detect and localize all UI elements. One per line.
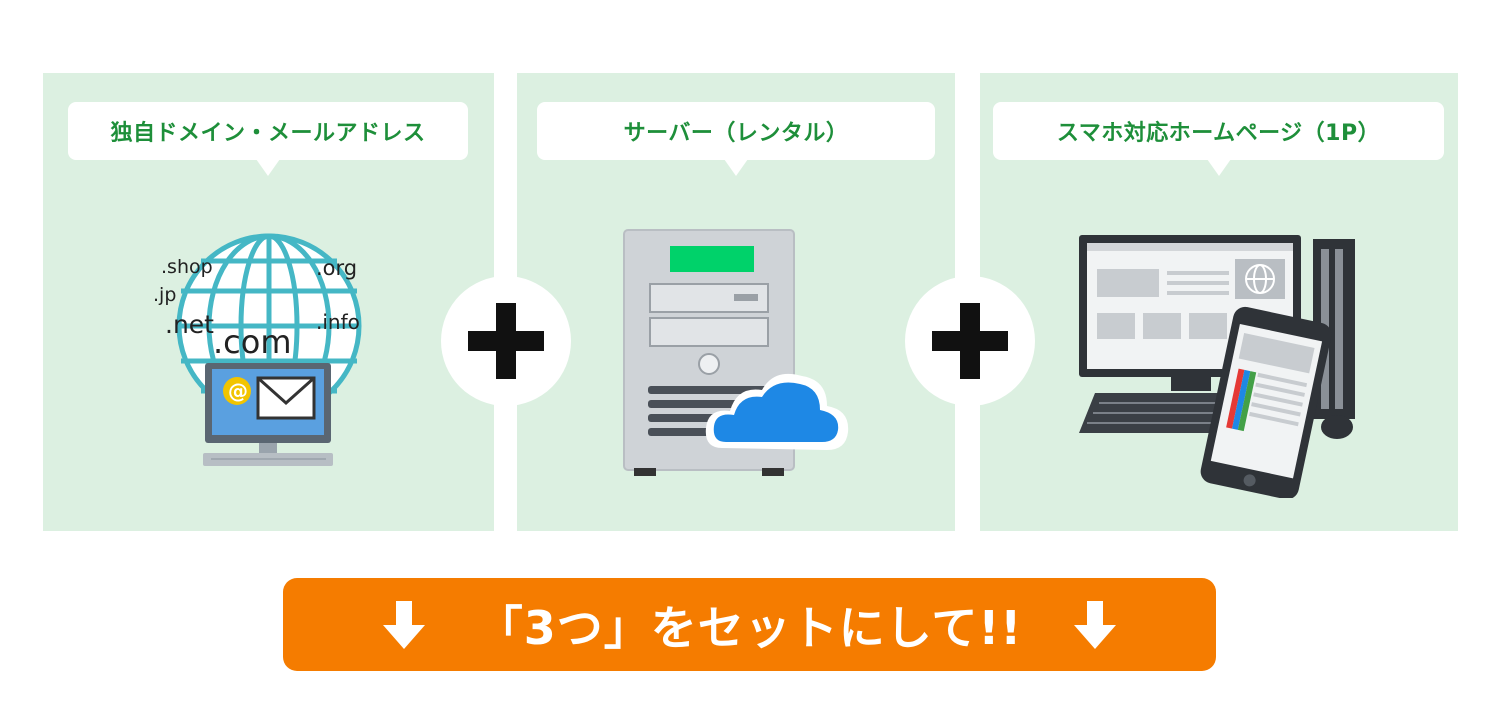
domain-tag-info: .info [316, 310, 360, 334]
set-banner: 「3つ」をセットにして!! [283, 578, 1216, 671]
panel-homepage: スマホ対応ホームページ（1P） [980, 73, 1458, 531]
plus-icon [905, 276, 1035, 406]
pc-smartphone-icon [1079, 235, 1355, 498]
arrow-down-icon [1074, 600, 1117, 649]
domain-tag-com: .com [213, 323, 292, 361]
panel-domain-mail: 独自ドメイン・メールアドレス .shop .org .jp .net .com … [43, 73, 494, 531]
plus-icon [441, 276, 571, 406]
domain-tag-net: .net [165, 310, 214, 339]
label-bubble-homepage: スマホ対応ホームページ（1P） [993, 102, 1444, 176]
arrow-down-icon [382, 600, 425, 649]
panel-server: サーバー（レンタル） [517, 73, 955, 531]
label-bubble-domain: 独自ドメイン・メールアドレス [68, 102, 468, 176]
svg-text:@: @ [228, 379, 248, 403]
server-cloud-icon [623, 229, 849, 476]
domain-tag-jp: .jp [153, 284, 176, 306]
globe-mail-icon: .shop .org .jp .net .com .info @ [153, 233, 362, 466]
set-banner-text: 「3つ」をセットにして!! [476, 600, 1023, 655]
domain-tag-org: .org [316, 256, 357, 280]
domain-tag-shop: .shop [161, 256, 213, 278]
label-bubble-server: サーバー（レンタル） [537, 102, 935, 176]
